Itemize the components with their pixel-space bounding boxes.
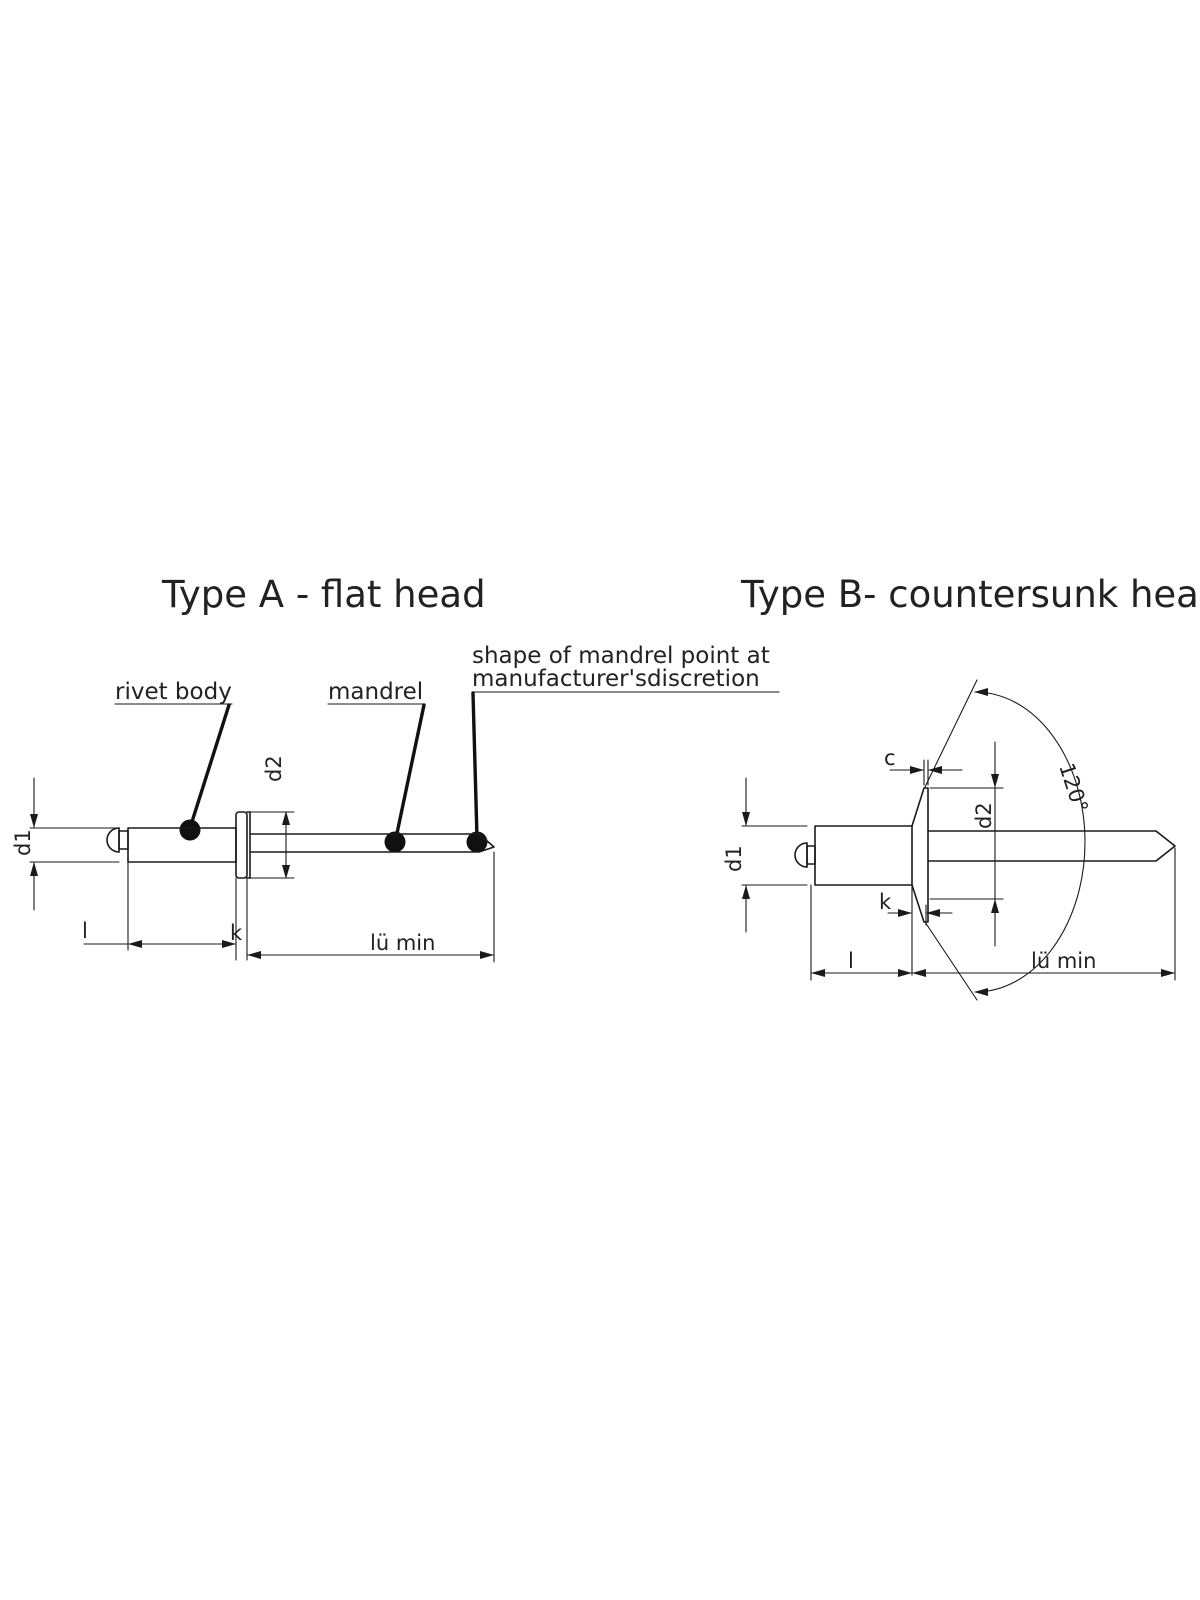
type-a-rivet — [106, 811, 495, 879]
type-b-diagram: Type B- countersunk head d1 d2 — [722, 573, 1200, 1001]
type-b-d2-label: d2 — [972, 802, 996, 829]
mandrel-point-leader — [471, 691, 479, 840]
type-b-length-dimensions: l lü min — [810, 847, 1176, 981]
type-a-k-label: k — [230, 921, 243, 945]
type-b-k-label: k — [879, 890, 892, 914]
type-a-d2-label: d2 — [262, 755, 286, 782]
type-a-d1-label: d1 — [11, 829, 35, 856]
type-b-mandrel-shaft — [927, 830, 1176, 862]
type-b-d1-dimension: d1 — [722, 777, 808, 933]
type-b-rivet-body-shank — [814, 825, 913, 886]
type-b-d1-label: d1 — [722, 845, 746, 872]
type-a-l-label: l — [82, 919, 88, 943]
type-a-diagram: Type A - flat head rivet body mandrel sh… — [11, 573, 780, 963]
mandrel-label: mandrel — [328, 679, 423, 705]
type-a-d2-dimension: d2 — [246, 755, 295, 879]
type-b-d2-dimension: d2 — [929, 741, 1004, 947]
type-b-l-label: l — [848, 949, 854, 973]
type-a-title: Type A - flat head — [161, 573, 486, 616]
type-b-c-label: c — [884, 746, 896, 770]
mandrel-neck — [118, 830, 129, 850]
type-a-lu-label: lü min — [370, 931, 435, 955]
mandrel-point-label-line2: manufacturer'sdiscretion — [472, 666, 760, 692]
type-b-c-dimension: c — [884, 746, 963, 786]
rivet-body-label: rivet body — [115, 679, 232, 705]
type-b-mandrel-neck — [806, 845, 816, 865]
type-a-length-dimensions: l k lü min — [82, 851, 495, 963]
rivet-body-leader — [188, 703, 231, 830]
mandrel-shaft — [249, 833, 495, 853]
mandrel-head-dome — [106, 827, 120, 853]
rivet-body-leader-dot — [179, 819, 201, 841]
flat-head — [235, 811, 248, 879]
type-b-rivet — [794, 787, 1176, 923]
type-b-mandrel-head-dome — [794, 842, 808, 868]
type-b-title: Type B- countersunk head — [740, 573, 1200, 616]
countersunk-head — [911, 787, 929, 923]
type-a-d1-dimension: d1 — [11, 777, 120, 911]
mandrel-leader-dot — [384, 831, 406, 853]
type-b-angle-label: 120° — [1054, 760, 1092, 816]
mandrel-point-label-line1: shape of mandrel point at — [472, 643, 770, 669]
type-b-k-dimension: k — [879, 885, 953, 976]
type-b-lu-label: lü min — [1031, 949, 1096, 973]
mandrel-leader — [394, 703, 426, 840]
